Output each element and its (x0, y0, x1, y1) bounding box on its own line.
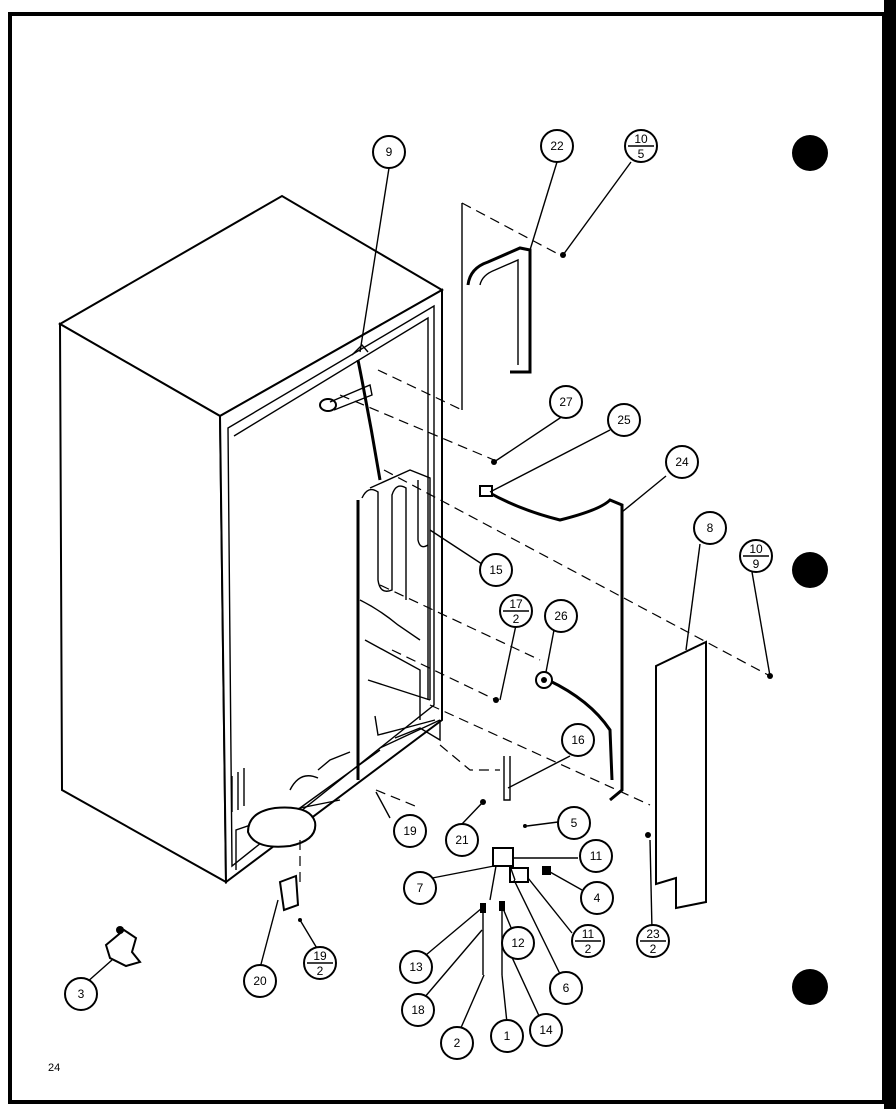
callout-23-2: 232 (636, 924, 670, 958)
callout-23-2-top: 23 (646, 927, 660, 941)
callout-4: 4 (580, 881, 614, 915)
binder-hole-middle (792, 552, 828, 588)
callout-27: 27 (549, 385, 583, 419)
callout-16-label: 16 (571, 733, 585, 747)
callout-20: 20 (243, 964, 277, 998)
callout-3: 3 (64, 977, 98, 1011)
valve-assembly (480, 799, 551, 975)
callout-17-2: 172 (499, 594, 533, 628)
callout-25-label: 25 (617, 413, 631, 427)
callout-10-5-top: 10 (634, 132, 648, 146)
callout-2-label: 2 (454, 1036, 461, 1050)
callout-9: 9 (372, 135, 406, 169)
callout-5-label: 5 (571, 816, 578, 830)
callout-18-label: 18 (411, 1003, 425, 1017)
binder-hole-bottom (792, 969, 828, 1005)
callout-11-label: 11 (590, 849, 603, 863)
callout-27-label: 27 (559, 395, 573, 409)
callout-26: 26 (544, 599, 578, 633)
callout-26-label: 26 (554, 609, 568, 623)
callout-10-9-bottom: 9 (753, 557, 760, 571)
callout-10-9-top: 10 (749, 542, 763, 556)
leader-lines (85, 161, 771, 1031)
callout-4-label: 4 (594, 891, 601, 905)
callout-14: 14 (529, 1013, 563, 1047)
callout-3-label: 3 (78, 987, 85, 1001)
callout-8: 8 (693, 511, 727, 545)
callout-13: 13 (399, 950, 433, 984)
callout-6-label: 6 (563, 981, 570, 995)
callout-10-5-bottom: 5 (638, 147, 645, 161)
callout-10-5: 105 (624, 129, 658, 163)
callout-8-label: 8 (707, 521, 714, 535)
part-16-bracket (503, 756, 511, 801)
projection-lines (299, 202, 771, 882)
callout-20-label: 20 (253, 974, 267, 988)
part-20-bracket (278, 874, 302, 922)
refrigerator-cabinet (57, 194, 444, 884)
callout-1: 1 (490, 1019, 524, 1053)
callout-25: 25 (607, 403, 641, 437)
callout-19-2-bottom: 2 (317, 964, 324, 978)
callout-19-2-top: 19 (313, 949, 327, 963)
callout-12: 12 (501, 926, 535, 960)
binder-hole-top (792, 135, 828, 171)
callout-11-2-bottom: 2 (585, 942, 592, 956)
callout-13-label: 13 (409, 960, 423, 974)
callout-21-label: 21 (455, 833, 469, 847)
part-22-tube (461, 203, 532, 410)
callout-7: 7 (403, 871, 437, 905)
callout-2: 2 (440, 1026, 474, 1060)
callout-12-label: 12 (511, 936, 525, 950)
callout-5: 5 (557, 806, 591, 840)
callout-24-label: 24 (675, 455, 689, 469)
callout-15-label: 15 (489, 563, 503, 577)
part-3-clip (104, 926, 142, 968)
callout-17-2-bottom: 2 (513, 612, 520, 626)
callout-18: 18 (401, 993, 435, 1027)
callout-1-label: 1 (504, 1029, 511, 1043)
callout-11-2-top: 11 (582, 927, 595, 941)
part-8-back-panel (655, 640, 707, 910)
callout-15: 15 (479, 553, 513, 587)
callout-22: 22 (540, 129, 574, 163)
callout-14-label: 14 (539, 1023, 553, 1037)
callout-16: 16 (561, 723, 595, 757)
part-26-fitting (535, 671, 553, 689)
callout-11: 11 (579, 839, 613, 873)
callout-11-2: 112 (571, 924, 605, 958)
callout-17-2-top: 17 (509, 597, 523, 611)
callout-24: 24 (665, 445, 699, 479)
callout-19-label: 19 (403, 824, 417, 838)
callout-21: 21 (445, 823, 479, 857)
callout-9-label: 9 (386, 145, 393, 159)
callout-19: 19 (393, 814, 427, 848)
callout-7-label: 7 (417, 881, 424, 895)
callout-10-9: 109 (739, 539, 773, 573)
callout-22-label: 22 (550, 139, 564, 153)
page-number: 24 (48, 1062, 60, 1074)
callout-23-2-bottom: 2 (650, 942, 657, 956)
callout-19-2: 192 (303, 946, 337, 980)
callout-6: 6 (549, 971, 583, 1005)
part-24-tubing (479, 485, 624, 802)
